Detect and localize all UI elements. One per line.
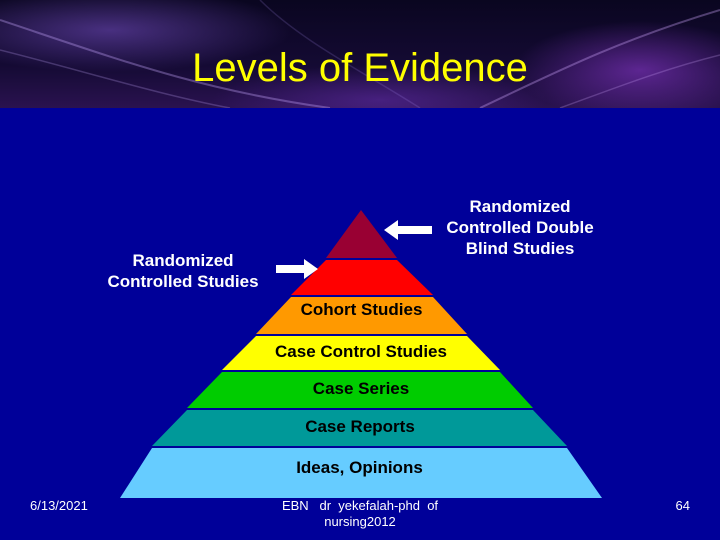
- pyramid-level-1: [326, 210, 397, 258]
- pyramid-label-case-control: Case Control Studies: [275, 342, 447, 361]
- pyramid-label-case-series: Case Series: [312, 379, 410, 398]
- arrow-right-icon: [276, 259, 318, 279]
- pyramid-label-case-reports: Case Reports: [305, 417, 415, 436]
- slide-title: Levels of Evidence: [192, 46, 528, 90]
- pyramid-level-2: [291, 260, 433, 295]
- callout-line: Blind Studies: [465, 239, 575, 258]
- callout-line: Controlled Studies: [107, 272, 259, 291]
- pyramid-level-6: [152, 410, 567, 446]
- callout-line: Controlled Double: [446, 218, 594, 237]
- arrow-left-icon: [384, 220, 432, 240]
- callout-rct: Randomized Controlled Studies: [86, 250, 280, 292]
- evidence-pyramid: [120, 210, 602, 498]
- pyramid-level-5: [187, 372, 533, 408]
- callout-line: Randomized: [132, 251, 234, 270]
- footer-center-text: EBN dr yekefalah-phd of nursing2012: [250, 498, 470, 530]
- pyramid-label-cohort: Cohort Studies: [300, 300, 423, 319]
- page-number: 64: [675, 498, 690, 513]
- pyramid-level-3: [256, 297, 467, 334]
- pyramid-label-ideas-opinions: Ideas, Opinions: [296, 458, 423, 477]
- title-banner: Levels of Evidence: [0, 0, 720, 108]
- footer-center-line: EBN dr yekefalah-phd of: [281, 498, 439, 513]
- callout-rct-double-blind: Randomized Controlled Double Blind Studi…: [420, 196, 620, 259]
- pyramid-level-4: [222, 336, 500, 370]
- footer-center-line: nursing2012: [324, 514, 396, 529]
- footer-date: 6/13/2021: [30, 498, 88, 513]
- callout-line: Randomized: [469, 197, 571, 216]
- banner-light-streaks: [0, 0, 720, 108]
- pyramid-level-7: [120, 448, 602, 498]
- content-area: Cohort Studies Case Control Studies Case…: [0, 108, 720, 540]
